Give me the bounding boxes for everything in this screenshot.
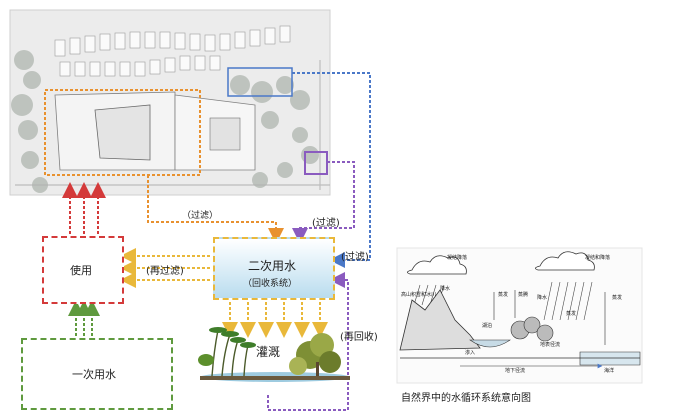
site-plan [9,9,331,196]
edge-primary-to-use [68,300,100,336]
water-cycle-figure [396,247,643,384]
cycle-label-rain-mid: 降水 [537,295,548,301]
site-zone-blue [227,67,293,97]
cycle-label-transpire: 蒸腾 [518,292,529,298]
cycle-label-groundwater: 地下径流 [505,368,526,374]
cycle-label-rain-left: 降水 [440,286,451,292]
irrigation-label: 灌溉 [256,345,281,359]
cycle-label-lake: 湖泊 [482,323,493,329]
edge-orange-filter [147,175,284,244]
recycle-system-label: （回收系统） [243,279,298,289]
cycle-label-evap-mid: 蒸发 [566,311,577,317]
secondary-water-node [213,237,335,300]
edge-purple-filter [292,161,355,244]
cycle-label-surface-runoff: 地表径流 [540,342,561,348]
refilter-label: (再过滤) [146,266,184,277]
edge-blue-filter [292,72,371,268]
filter-label-purple: (过滤) [312,218,340,229]
cycle-label-evap-right: 蒸发 [612,295,623,301]
use-label: 使用 [70,264,92,277]
cycle-label-condense-left: 凝结降落 [447,255,468,261]
edge-secondary-to-use [120,248,210,288]
cycle-label-ocean: 海洋 [604,368,615,374]
cycle-label-evap-left: 蒸发 [498,292,509,298]
primary-water-label: 一次用水 [72,368,116,381]
edge-use-to-site [62,182,106,234]
primary-water-node [21,338,173,410]
use-node [42,236,124,304]
site-zone-orange [44,89,201,176]
irrigation-illustration [198,327,350,382]
cycle-label-ice-snow: 高山积雪和冰川 [401,292,437,298]
secondary-water-label: 二次用水 [248,259,297,273]
filter-label-blue: (过滤) [341,252,369,263]
water-cycle-caption: 自然界中的水循环系统意向图 [401,393,531,404]
filter-label-top: （过滤） [182,211,219,221]
cycle-label-infiltration: 渗入 [465,350,476,356]
recycle-label: (再回收) [340,332,378,343]
edge-secondary-to-irrigation [222,302,328,338]
edge-recycle [267,272,349,411]
cycle-label-condense-right: 凝结和降落 [585,255,611,261]
